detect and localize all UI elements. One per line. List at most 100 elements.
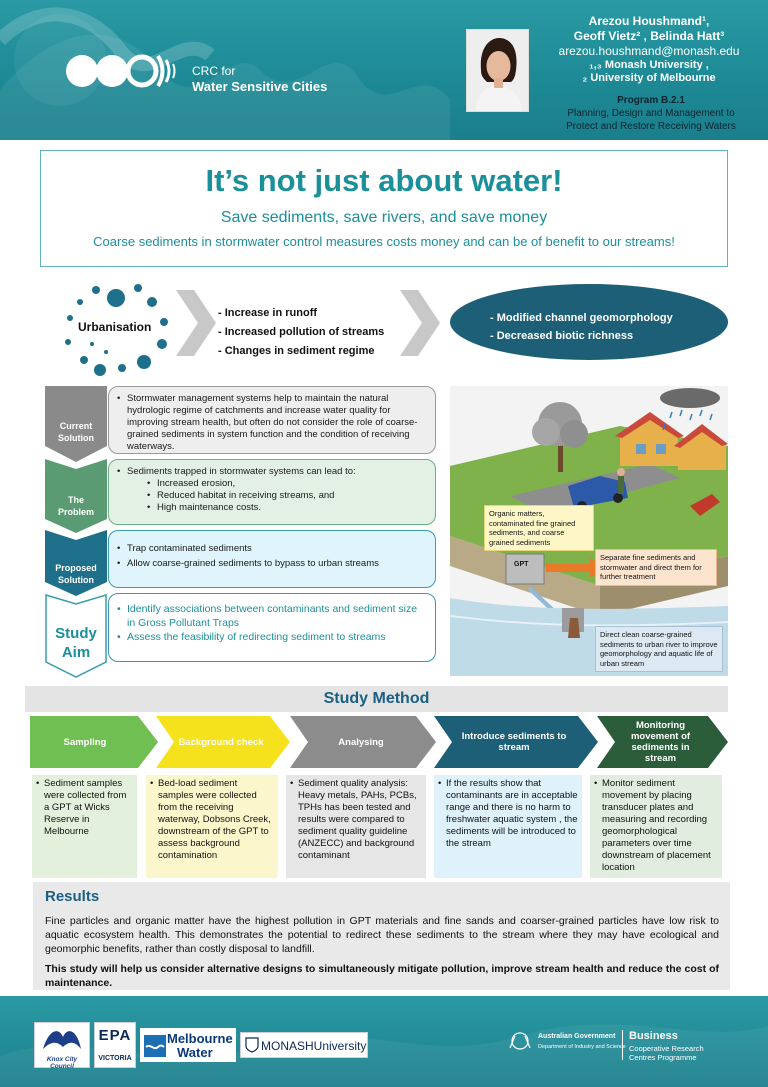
results-conclusion: This study will help us consider alterna…	[45, 963, 719, 989]
method-step: Monitoring movement of sediments in stre…	[597, 716, 728, 768]
method-box-background: Bed-load sediment samples were collected…	[146, 775, 278, 878]
program-code: Program B.2.1	[617, 95, 685, 106]
method-step: Introduce sediments to stream	[434, 716, 598, 768]
mw-line1: Melbourne	[167, 1031, 233, 1046]
step-chevron-shape	[597, 716, 728, 768]
method-step-label: Background check	[178, 736, 264, 748]
author-portrait-image	[467, 30, 528, 111]
program-line2: Protect and Restore Receiving Waters	[566, 121, 736, 132]
water-wave-icon	[144, 1035, 166, 1057]
logo-line2: Water Sensitive Cities	[192, 79, 328, 94]
results-paragraph: Fine particles and organic matter have t…	[45, 915, 719, 955]
study-aim-box: Identify associations between contaminan…	[108, 593, 436, 662]
epa-text: EPA	[98, 1027, 132, 1044]
crc-program-line1: Business	[629, 1030, 678, 1042]
affiliation-1: ₁,₃ Monash University ,	[589, 59, 709, 71]
problem-intro: Sediments trapped in stormwater systems …	[117, 466, 425, 478]
method-text: Monitor sediment movement by placing tra…	[594, 778, 718, 874]
crc-logo-text: CRC for Water Sensitive Cities	[192, 64, 327, 94]
current-solution-text: Stormwater management systems help to ma…	[117, 393, 425, 453]
aim-item: Assess the feasibility of redirecting se…	[117, 630, 425, 644]
proposed-item: Trap contaminated sediments	[117, 543, 425, 555]
method-text: Sediment quality analysis: Heavy metals,…	[290, 778, 422, 862]
step-chevron-shape	[290, 716, 436, 768]
effect-item: - Increased pollution of streams	[218, 326, 385, 338]
method-step: Sampling	[30, 716, 158, 768]
method-box-sampling: Sediment samples were collected from a G…	[32, 775, 137, 878]
tab-label: Proposed Solution	[55, 563, 97, 585]
proposed-solution-box: Trap contaminated sediments Allow coarse…	[108, 530, 436, 588]
crc-program-line3: Centres Programme	[629, 1053, 697, 1062]
urbanisation-effects-list: - Increase in runoff - Increased polluti…	[218, 304, 384, 361]
problem-item: Reduced habitat in receiving streams, an…	[117, 490, 425, 502]
current-solution-box: Stormwater management systems help to ma…	[108, 386, 436, 454]
step-chevron-shape	[156, 716, 290, 768]
method-step: Background check	[156, 716, 290, 768]
monash-logo: MONASHUniversity	[240, 1032, 368, 1058]
knox-logo: Knox City Council	[34, 1022, 90, 1070]
tab-current-solution: Current Solution	[45, 386, 107, 462]
gov-line2: Department of Industry and Science	[538, 1044, 626, 1050]
effect-item: - Changes in sediment regime	[218, 345, 375, 357]
results-panel: Results Fine particles and organic matte…	[33, 882, 730, 990]
footer-banner	[0, 996, 768, 1087]
tab-label: Current Solution	[58, 421, 94, 443]
gov-line1: Australian Government	[538, 1033, 616, 1040]
method-step-label: Monitoring movement of sediments in stre…	[630, 720, 691, 764]
problem-item: Increased erosion,	[117, 478, 425, 490]
poster-tagline: Coarse sediments in stormwater control m…	[93, 234, 675, 249]
crc-logo-icon	[66, 54, 176, 88]
authors-block: Arezou Houshmand¹, Geoff Vietz² , Belind…	[536, 14, 762, 85]
title-box: It’s not just about water! Save sediment…	[40, 150, 728, 267]
logo-line1: CRC for	[192, 64, 236, 78]
epa-sub: VICTORIA	[98, 1055, 132, 1062]
proposed-item: Allow coarse-grained sediments to bypass…	[117, 558, 425, 570]
government-crest-icon	[509, 1032, 531, 1050]
chevron-right-icon	[400, 290, 440, 356]
knox-bird-icon	[43, 1031, 81, 1049]
callout-inputs: Organic matters, contaminated fine grain…	[484, 505, 594, 551]
outcomes-list: - Modified channel geomorphology - Decre…	[490, 309, 673, 345]
gpt-label: GPT	[514, 561, 529, 568]
authors-line2: Geoff Vietz² , Belinda Hatt³	[573, 29, 725, 43]
urbanisation-dots-icon	[65, 284, 168, 376]
method-step: Analysing	[290, 716, 436, 768]
outcomes-ellipse	[450, 284, 728, 360]
crc-program-line2: Cooperative Research	[629, 1044, 704, 1053]
footer-wave-graphic	[0, 1024, 768, 1087]
monash-text: MONASHUniversity	[261, 1039, 367, 1053]
chevron-right-icon	[176, 290, 216, 356]
step-chevron-shape	[30, 716, 158, 768]
results-title: Results	[45, 888, 100, 905]
tab-study-aim: Study Aim	[45, 594, 107, 678]
poster-subtitle: Save sediments, save rivers, and save mo…	[220, 209, 548, 226]
method-step-label: Introduce sediments to stream	[461, 731, 567, 753]
study-method-heading: Study Method	[25, 686, 728, 712]
method-step-label: Analysing	[338, 736, 384, 748]
aim-item: Identify associations between contaminan…	[117, 602, 425, 630]
author-email[interactable]: arezou.houshmand@monash.edu	[558, 44, 740, 58]
method-box-introduce: If the results show that contaminants ar…	[434, 775, 582, 878]
outcome-item: - Modified channel geomorphology	[490, 312, 673, 324]
affiliation-2: ₂ University of Melbourne	[582, 72, 716, 84]
effect-item: - Increase in runoff	[218, 307, 318, 319]
callout-direct: Direct clean coarse-grained sediments to…	[595, 626, 723, 672]
knox-text: Knox City Council	[46, 1056, 78, 1070]
method-step-label: Sampling	[63, 736, 107, 748]
urbanisation-label: Urbanisation	[78, 320, 152, 334]
method-text: If the results show that contaminants ar…	[438, 778, 578, 850]
method-box-analysing: Sediment quality analysis: Heavy metals,…	[286, 775, 426, 878]
header-banner: CRC for Water Sensitive Cities Arezou Ho…	[0, 0, 768, 140]
outcome-item: - Decreased biotic richness	[490, 330, 634, 342]
authors-line1: Arezou Houshmand¹,	[588, 14, 710, 28]
epa-logo: EPA VICTORIA	[94, 1022, 136, 1068]
footer-divider	[622, 1030, 623, 1060]
step-chevron-shape	[434, 716, 598, 768]
author-photo	[466, 29, 529, 112]
tab-shape	[45, 594, 107, 678]
program-line1: Planning, Design and Management to	[567, 108, 735, 119]
mw-line2: Water	[177, 1045, 213, 1060]
tab-proposed-solution: Proposed Solution	[45, 530, 107, 596]
callout-separate: Separate fine sediments and stormwater a…	[595, 549, 717, 586]
tab-shape	[45, 386, 107, 462]
